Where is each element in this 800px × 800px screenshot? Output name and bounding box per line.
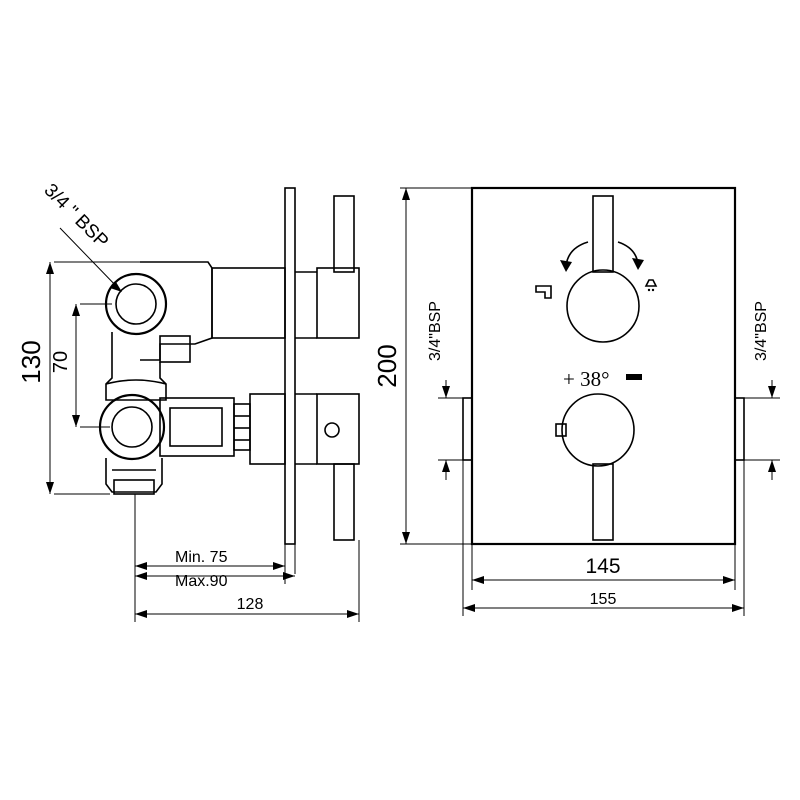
shower-icon — [644, 279, 658, 292]
right-port — [734, 397, 745, 461]
front-upper-knob — [566, 269, 640, 343]
side-lower-knob-screw — [324, 422, 340, 438]
temperature-label: + 38° — [563, 367, 610, 391]
plate-width-outer-label: 155 — [590, 591, 617, 608]
temperature-stop-button — [555, 423, 567, 437]
right-port-label: 3/4"BSP — [753, 301, 770, 361]
side-depth-max-label: Max.90 — [175, 573, 228, 590]
minus-marker — [626, 374, 642, 380]
side-wall-plate — [284, 187, 296, 545]
side-small-fitting — [159, 335, 191, 363]
left-port — [462, 397, 473, 461]
front-lower-knob — [561, 393, 635, 467]
front-plate — [470, 186, 737, 546]
side-depth-min-label: Min. 75 — [175, 549, 228, 566]
side-lower-cartridge — [159, 397, 235, 457]
plate-width-inner-label: 145 — [585, 555, 620, 578]
side-body-column — [105, 332, 167, 401]
side-lower-inlet-inner — [111, 406, 153, 448]
side-bottom-plug — [105, 458, 163, 493]
side-inlet-thread-label: 3/4 " BSP — [40, 180, 113, 253]
side-lower-lever — [333, 463, 355, 541]
side-total-depth-label: 128 — [237, 596, 264, 613]
plate-height-label: 200 — [372, 344, 402, 387]
side-upper-lever — [333, 195, 355, 273]
side-upper-knob — [316, 267, 360, 339]
side-view: 130 70 3/4 " BSP Min. 75 Max.90 128 — [16, 180, 360, 622]
front-view: + 38° 200 3/4"BSP 3/4"BSP — [372, 186, 780, 616]
side-lower-knob — [316, 393, 360, 465]
spout-icon — [535, 285, 552, 299]
side-height-inner-label: 70 — [50, 351, 72, 373]
side-height-outer-label: 130 — [16, 340, 46, 383]
front-upper-lever — [592, 195, 614, 273]
side-upper-inlet-inner — [115, 283, 157, 325]
front-lower-lever — [592, 463, 614, 541]
left-port-label: 3/4"BSP — [427, 301, 444, 361]
side-lower-nut — [233, 403, 251, 451]
side-upper-cartridge — [211, 267, 286, 339]
